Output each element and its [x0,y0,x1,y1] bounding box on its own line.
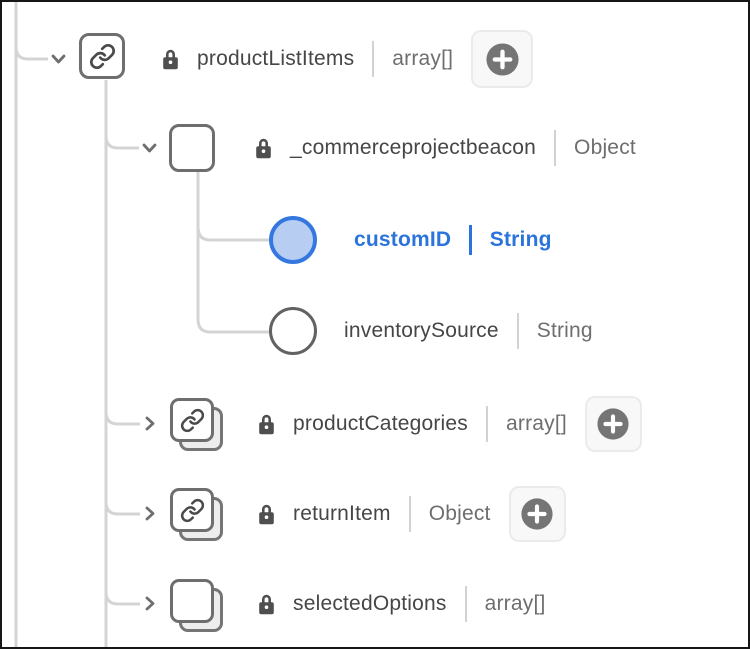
name-type-divider [486,406,488,442]
field-name[interactable]: productListItems [197,47,355,70]
reference-array-node-icon[interactable] [79,33,125,79]
plus-circle-icon [597,408,630,440]
reference-object-stacked-node-icon[interactable] [170,488,223,541]
link-icon [89,43,115,69]
name-type-divider [469,225,472,255]
lock-icon [259,594,274,614]
leaf-field-node-selected-icon[interactable] [269,216,317,264]
object-node-icon[interactable] [169,124,215,172]
chevron-down-icon[interactable] [142,143,157,154]
field-type: String [489,228,552,251]
field-type: String [536,319,593,342]
tree-row-returnitem: returnItem Object [258,482,566,546]
name-type-divider [464,586,467,622]
add-field-button[interactable] [471,30,534,88]
reference-array-stacked-node-icon[interactable] [170,398,223,451]
add-field-button[interactable] [508,486,566,542]
field-type: Object [428,502,491,525]
field-name[interactable]: customID [354,228,452,251]
name-type-divider [372,41,375,77]
leaf-field-node-icon[interactable] [269,307,317,355]
tree-row-productlistitems: productListItems array[] [162,27,534,91]
tree-row-productcategories: productCategories array[] [258,392,642,456]
field-name[interactable]: _commerceprojectbeacon [290,136,537,159]
name-type-divider [554,130,557,166]
name-type-divider [408,496,411,532]
array-stacked-node-icon[interactable] [170,579,223,632]
field-name[interactable]: inventorySource [344,319,499,342]
tree-row-inventorysource: inventorySource String [344,299,593,363]
field-type: array[] [506,412,567,435]
link-icon [180,498,204,522]
chevron-right-icon[interactable] [145,506,156,521]
chevron-right-icon[interactable] [145,596,156,611]
field-type: array[] [392,47,454,70]
stack-front-card [170,579,214,623]
field-type: Object [574,136,636,159]
add-field-button[interactable] [584,396,642,452]
lock-icon [259,504,274,524]
tree-row-commerceprojectbeacon: _commerceprojectbeacon Object [255,116,636,180]
field-name[interactable]: productCategories [293,412,468,435]
name-type-divider [516,313,519,349]
stack-front-card [170,398,214,442]
field-name[interactable]: returnItem [293,502,391,525]
tree-row-selectedoptions: selectedOptions array[] [258,572,546,636]
tree-row-customid: customID String [354,208,552,272]
chevron-down-icon[interactable] [51,54,66,65]
lock-icon [259,414,274,434]
field-type: array[] [484,592,546,615]
lock-icon [256,138,271,158]
plus-circle-icon [486,42,519,76]
plus-circle-icon [521,498,553,530]
chevron-right-icon[interactable] [145,416,156,431]
field-name[interactable]: selectedOptions [293,592,447,615]
stack-front-card [170,488,214,532]
lock-icon [163,49,178,69]
link-icon [180,408,204,432]
